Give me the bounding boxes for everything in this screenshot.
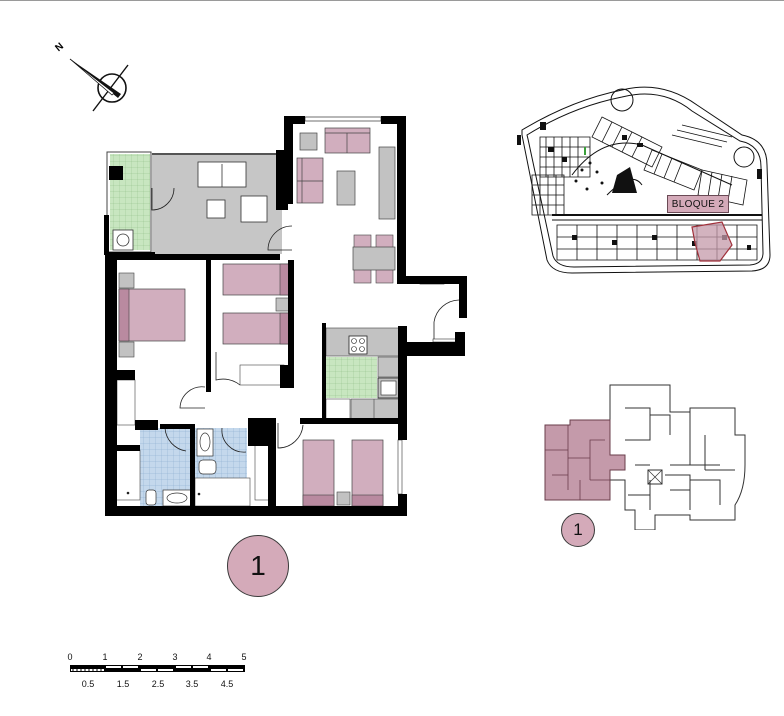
scale-half-label: 1.5 [116, 679, 130, 689]
floor-plan-drawing [104, 116, 467, 516]
site-marker [584, 147, 586, 155]
bedroom-2 [179, 260, 292, 409]
living-dining-room [293, 116, 397, 284]
toilet [198, 459, 217, 475]
site-plan-drawing [517, 86, 771, 274]
unit-number-badge: 1 [227, 535, 289, 597]
key-plan-unit-badge: 1 [561, 513, 595, 547]
site-plan [512, 75, 782, 280]
shower [194, 477, 251, 507]
compass: N [50, 40, 140, 115]
floor-plan [100, 110, 475, 522]
scale-tick-label: 1 [102, 652, 108, 662]
scale-tick-label: 3 [172, 652, 178, 662]
key-plan-drawing [544, 384, 746, 530]
single-bed [222, 263, 291, 296]
scale-half-label: 0.5 [81, 679, 95, 689]
fridge [325, 398, 351, 420]
block-2-highlight [691, 221, 733, 262]
sideboard [378, 146, 396, 220]
coffee-table [206, 199, 226, 219]
armchair [240, 195, 268, 223]
bathroom-2 [194, 427, 251, 507]
living-room [151, 153, 293, 254]
key-plan [540, 380, 752, 530]
bathroom-1 [113, 427, 192, 507]
toilet [145, 489, 157, 506]
wardrobe [239, 364, 285, 386]
block-label: BLOQUE 2 [667, 195, 729, 213]
kitchen [325, 326, 400, 420]
master-bedroom [116, 260, 205, 426]
coffee-table [336, 170, 356, 206]
sofa-side [296, 157, 324, 204]
scale-half-label: 4.5 [220, 679, 234, 689]
north-arrow-icon [69, 58, 129, 112]
scale-half-label: 3.5 [185, 679, 199, 689]
scale-tick-label: 5 [241, 652, 247, 662]
walls [104, 116, 467, 516]
bedroom-3 [254, 423, 403, 509]
planter [109, 166, 123, 180]
scale-tick-label: 0 [67, 652, 73, 662]
cooktop [348, 335, 368, 355]
scale-tick-label: 2 [137, 652, 143, 662]
scale-tick-label: 4 [206, 652, 212, 662]
scale-bar-graphic [70, 665, 245, 672]
wardrobe [116, 379, 136, 426]
sofa [324, 127, 371, 154]
terrace [106, 151, 152, 253]
scale-half-label: 2.5 [151, 679, 165, 689]
unit-1-highlight [544, 419, 626, 501]
scale-bar: 0 1 2 3 4 5 0.5 1.5 2.5 3.5 4.5 [55, 652, 265, 697]
dining-table [352, 246, 396, 271]
double-bed [118, 288, 186, 342]
frame-top-line [0, 0, 784, 1]
shower [113, 449, 141, 501]
